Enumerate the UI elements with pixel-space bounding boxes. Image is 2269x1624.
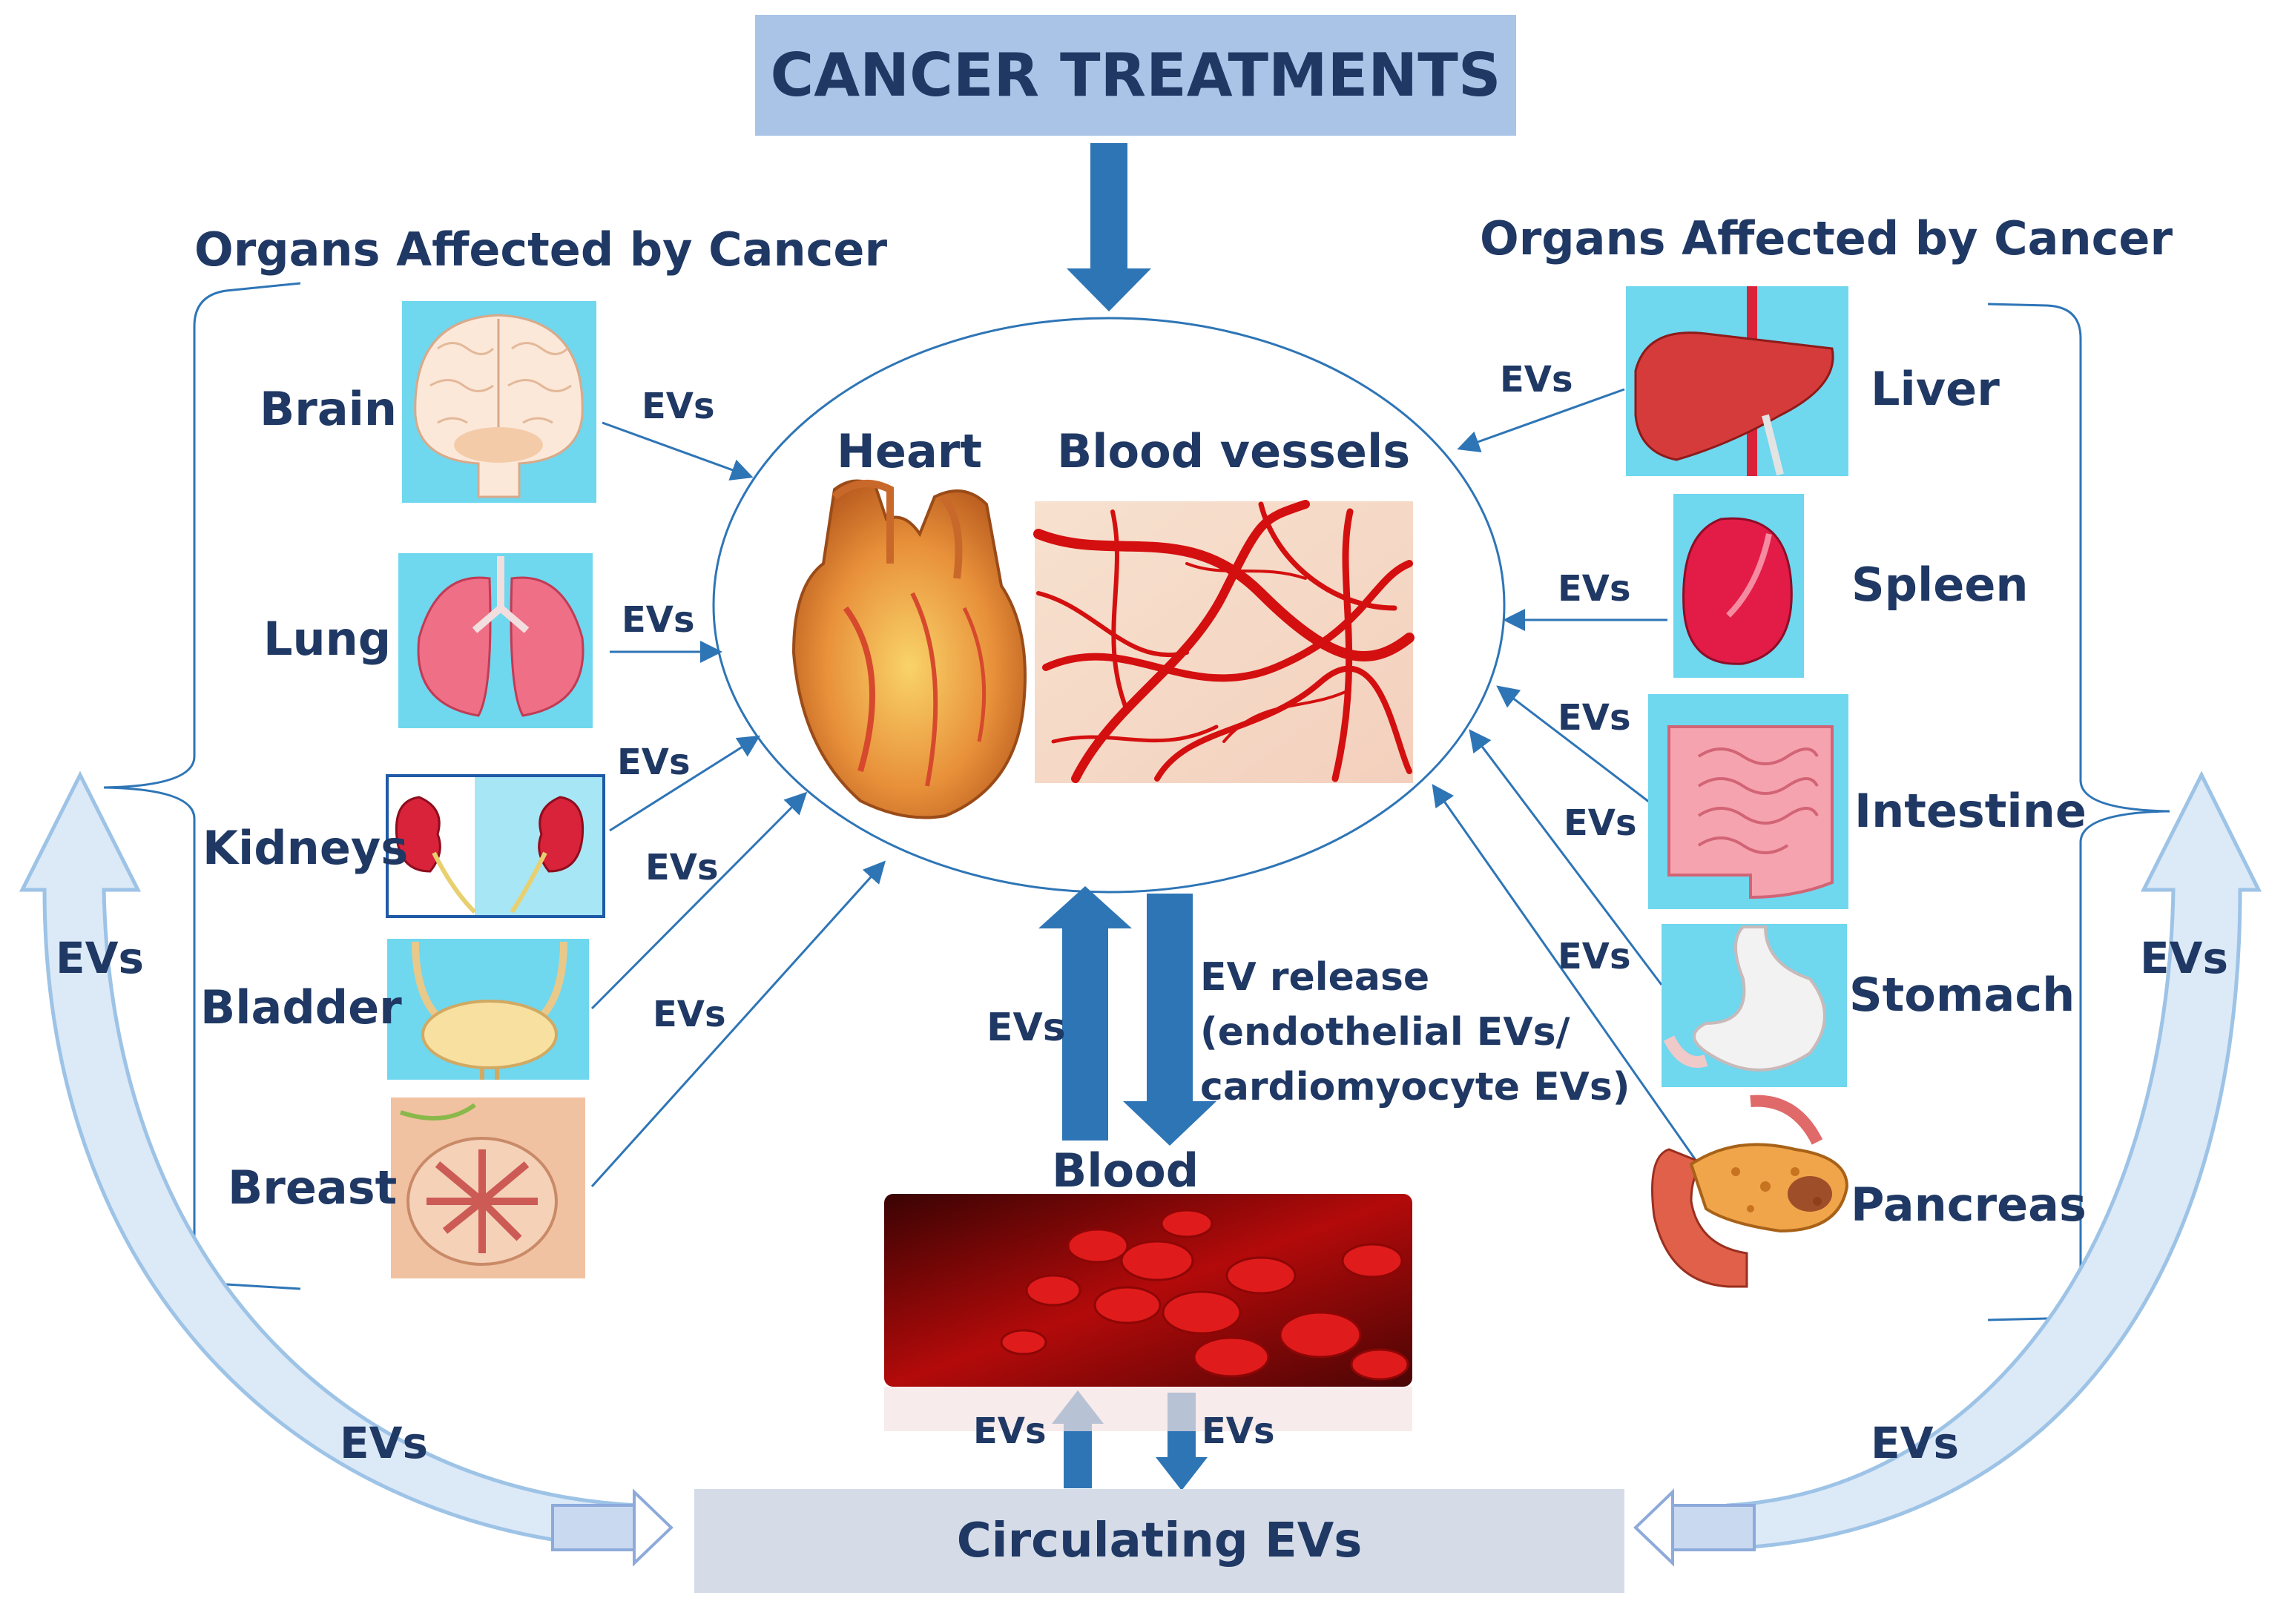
organ-label-liver: Liver bbox=[1871, 362, 2000, 416]
evs-label-right-bottom: EVs bbox=[1871, 1418, 1960, 1468]
pancreas-icon bbox=[1651, 1095, 1849, 1288]
organ-label-pancreas: Pancreas bbox=[1851, 1178, 2087, 1232]
heart-label: Heart bbox=[837, 424, 982, 478]
evs-label-left-bottom: EVs bbox=[340, 1418, 429, 1468]
left-curved-arrow bbox=[19, 770, 640, 1551]
organ-label-stomach: Stomach bbox=[1849, 968, 2075, 1022]
intestine-icon bbox=[1648, 694, 1848, 909]
evs-label-liver: EVs bbox=[1500, 359, 1573, 400]
ev-release-down-arrow bbox=[1123, 894, 1216, 1146]
organ-label-lung: Lung bbox=[263, 612, 392, 666]
organ-label-spleen: Spleen bbox=[1851, 558, 2029, 612]
ev-release-line2: (endothelial EVs/ bbox=[1200, 1010, 1570, 1054]
kidney-icon bbox=[386, 774, 605, 918]
blood-label: Blood bbox=[1052, 1143, 1199, 1198]
lung-icon bbox=[398, 553, 593, 728]
blood-cells-icon bbox=[884, 1194, 1412, 1431]
right-syringe-arrowhead bbox=[1633, 1488, 1756, 1567]
ev-release-line3: cardiomyocyte EVs) bbox=[1200, 1065, 1630, 1109]
liver-icon bbox=[1626, 286, 1848, 476]
spleen-icon bbox=[1673, 494, 1804, 678]
left-organs-header: Organs Affected by Cancer bbox=[194, 222, 888, 277]
blood-vessels-label: Blood vessels bbox=[1057, 424, 1411, 478]
organ-label-kidneys: Kidneys bbox=[202, 821, 409, 875]
evs-label-lung: EVs bbox=[622, 599, 695, 641]
evs-label-brain: EVs bbox=[642, 386, 715, 427]
cancer-treatments-box: CANCER TREATMENTS bbox=[755, 15, 1516, 136]
ev-release-line1: EV release bbox=[1200, 955, 1430, 1000]
circulating-evs-label: Circulating EVs bbox=[956, 1514, 1363, 1568]
evs-label-right-side: EVs bbox=[2140, 933, 2229, 983]
evs-label-kidneys: EVs bbox=[617, 742, 691, 783]
right-curved-arrow bbox=[1726, 770, 2262, 1551]
left-syringe-arrowhead bbox=[551, 1488, 674, 1567]
organ-label-intestine: Intestine bbox=[1854, 784, 2087, 838]
right-organs-header: Organs Affected by Cancer bbox=[1480, 211, 2173, 265]
evs-label-stomach: EVs bbox=[1564, 802, 1637, 844]
organ-label-breast: Breast bbox=[228, 1161, 398, 1215]
evs-label-up-arrow: EVs bbox=[987, 1006, 1066, 1050]
evs-label-spleen: EVs bbox=[1558, 568, 1631, 610]
heart-icon bbox=[791, 479, 1027, 819]
treatment-arrow bbox=[1067, 143, 1151, 311]
evs-label-blood-up: EVs bbox=[973, 1410, 1047, 1452]
evs-label-blood-down: EVs bbox=[1202, 1410, 1275, 1452]
brain-icon bbox=[402, 301, 596, 503]
organ-label-brain: Brain bbox=[260, 382, 398, 436]
stomach-icon bbox=[1662, 924, 1847, 1087]
heart-vessels-ellipse bbox=[712, 317, 1506, 894]
bladder-icon bbox=[387, 939, 589, 1080]
evs-label-intestine: EVs bbox=[1558, 697, 1631, 739]
circulating-evs-box: Circulating EVs bbox=[694, 1489, 1624, 1593]
evs-label-bladder: EVs bbox=[645, 847, 719, 888]
evs-label-left-side: EVs bbox=[56, 933, 145, 983]
cancer-treatments-title: CANCER TREATMENTS bbox=[770, 41, 1501, 110]
breast-icon bbox=[391, 1097, 585, 1278]
organ-label-bladder: Bladder bbox=[200, 980, 402, 1034]
evs-up-arrow bbox=[1038, 886, 1132, 1141]
evs-label-pancreas: EVs bbox=[1558, 936, 1631, 977]
evs-label-breast: EVs bbox=[653, 994, 726, 1035]
blood-vessels-icon bbox=[1033, 500, 1415, 783]
